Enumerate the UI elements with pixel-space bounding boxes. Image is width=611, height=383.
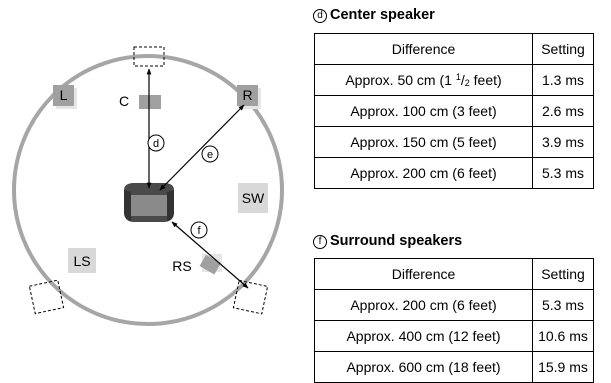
listening-circle (12, 54, 284, 326)
marker-f-label: f (197, 225, 201, 237)
ideal-center-position (133, 46, 165, 67)
setting-cell: 5.3 ms (532, 157, 594, 189)
marker-d-label: d (153, 138, 159, 150)
right-surround-speaker: RS (172, 254, 222, 275)
marker-e: e (201, 145, 219, 163)
setting-header: Setting (532, 33, 594, 65)
center-speaker-table: Difference Setting Approx. 50 cm (1 1/2 … (314, 33, 594, 189)
center-speaker-label: C (119, 93, 129, 109)
marker-e-label: e (207, 149, 213, 161)
ideal-right-surround-position (232, 279, 269, 315)
difference-cell: Approx. 400 cm (12 feet) (314, 320, 533, 352)
difference-header: Difference (314, 258, 533, 290)
table-row: Approx. 50 cm (1 1/2 feet) 1.3 ms (314, 64, 594, 96)
table-row: Approx. 400 cm (12 feet) 10.6 ms (314, 320, 594, 352)
setting-cell: 5.3 ms (532, 289, 594, 321)
table-row: Approx. 200 cm (6 feet) 5.3 ms (314, 289, 594, 321)
table-row: Approx. 600 cm (18 feet) 15.9 ms (314, 351, 594, 383)
setting-cell: 1.3 ms (532, 64, 594, 96)
surround-speakers-title: Surround speakers (330, 233, 463, 249)
center-marker-d: d (313, 9, 327, 23)
setting-header: Setting (532, 258, 594, 290)
table-header-row: Difference Setting (314, 258, 594, 290)
table-row: Approx. 100 cm (3 feet) 2.6 ms (314, 95, 594, 127)
surround-distance-arrow (171, 221, 249, 289)
table-row: Approx. 200 cm (6 feet) 5.3 ms (314, 157, 594, 189)
subwoofer: SW (238, 183, 268, 213)
setting-cell: 2.6 ms (532, 95, 594, 127)
left-surround-speaker: LS (68, 248, 96, 273)
surround-speakers-table: Difference Setting Approx. 200 cm (6 fee… (314, 258, 594, 383)
setting-cell: 3.9 ms (532, 126, 594, 158)
setting-cell: 10.6 ms (532, 320, 594, 352)
right-speaker: R (237, 85, 261, 109)
ideal-left-surround-position (28, 279, 65, 315)
difference-cell: Approx. 200 cm (6 feet) (314, 157, 533, 189)
left-surround-label: LS (73, 253, 90, 269)
center-speaker-title: Center speaker (330, 7, 435, 23)
left-speaker: L (53, 85, 77, 109)
setting-cell: 15.9 ms (532, 351, 594, 383)
difference-cell: Approx. 200 cm (6 feet) (314, 289, 533, 321)
listening-chair-icon (124, 183, 174, 222)
surround-marker-f: f (313, 235, 327, 249)
difference-header: Difference (314, 33, 533, 65)
speaker-layout-diagram: L R C SW LS RS d e f (12, 46, 284, 326)
marker-f: f (190, 221, 208, 239)
difference-cell: Approx. 50 cm (1 1/2 feet) (314, 64, 533, 96)
difference-cell: Approx. 100 cm (3 feet) (314, 95, 533, 127)
marker-d: d (147, 134, 165, 152)
center-speaker: C (119, 93, 161, 109)
right-speaker-label: R (242, 87, 252, 103)
subwoofer-label: SW (242, 190, 265, 206)
difference-cell: Approx. 150 cm (5 feet) (314, 126, 533, 158)
right-surround-label: RS (172, 258, 191, 274)
table-row: Approx. 150 cm (5 feet) 3.9 ms (314, 126, 594, 158)
left-speaker-label: L (60, 87, 68, 103)
table-header-row: Difference Setting (314, 33, 594, 65)
difference-cell: Approx. 600 cm (18 feet) (314, 351, 533, 383)
front-right-distance-arrow (159, 104, 245, 191)
